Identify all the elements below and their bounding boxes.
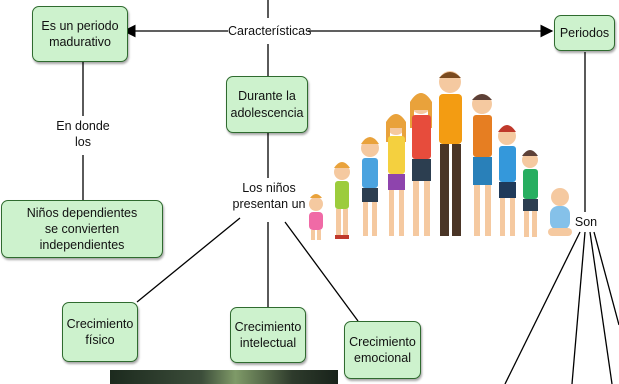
child-figure-7 [498,125,516,236]
child-figure-2 [334,162,350,239]
children-growth-illustration [309,71,572,240]
node-periodos[interactable]: Periodos [554,15,615,51]
label-caracteristicas: Características [228,23,312,40]
adult-figure [439,71,462,236]
child-figure-1 [309,194,323,240]
child-figure-5 [410,93,432,236]
child-figure-3 [361,137,379,236]
node-crecimiento-emocional[interactable]: Crecimiento emocional [344,321,421,379]
node-ninos-dependientes[interactable]: Niños dependientes se convierten indepen… [1,200,163,258]
node-durante-adolescencia[interactable]: Durante la adolescencia [226,76,308,133]
node-crecimiento-intelectual[interactable]: Crecimiento intelectual [230,307,306,363]
node-crecimiento-fisico[interactable]: Crecimiento físico [62,302,138,362]
node-periodo-madurativo[interactable]: Es un periodo madurativo [32,6,128,62]
label-los-ninos-presentan: Los niños presentan un [230,180,308,213]
child-figure-8 [522,150,538,237]
child-figure-4 [386,114,406,236]
label-son: Son [572,214,600,231]
child-figure-6 [472,94,492,236]
baby-figure [548,188,572,236]
label-en-donde-los: En donde los [50,118,116,151]
bottom-photo-thumbnail [110,370,338,384]
